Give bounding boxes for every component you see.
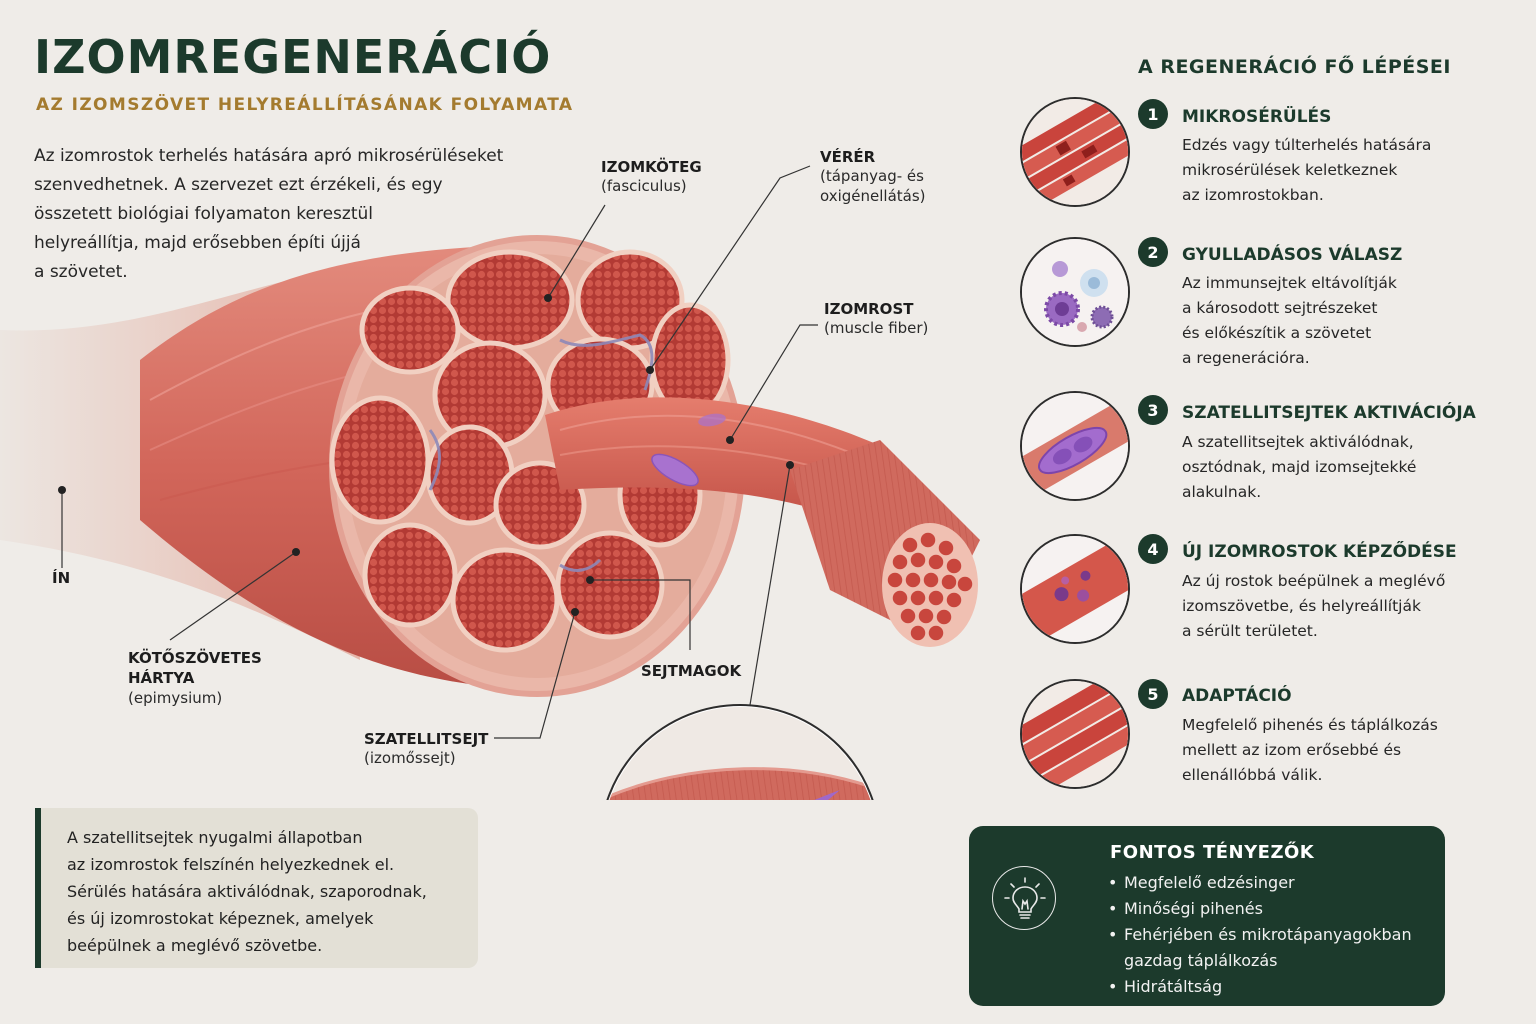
label-epimysium: KÖTŐSZÖVETES HÁRTYA (epimysium) xyxy=(128,648,262,708)
label-vessel: VÉRÉR (tápanyag- és oxigénellátás) xyxy=(820,148,926,206)
label-vessel-title: VÉRÉR xyxy=(820,148,876,166)
label-dots xyxy=(58,294,794,616)
step-1-title: MIKROSÉRÜLÉS xyxy=(1182,107,1332,127)
lightbulb-icon xyxy=(992,866,1056,930)
step-5-title: ADAPTÁCIÓ xyxy=(1182,686,1292,706)
factor-item: Fehérjében és mikrotápanyagokban gazdag … xyxy=(1108,922,1438,974)
label-tendon-title: ÍN xyxy=(52,569,71,587)
factor-item: Minőségi pihenés xyxy=(1108,896,1438,922)
muscle-diagram xyxy=(0,165,980,800)
step-4-image xyxy=(1020,534,1130,644)
factor-item: Hidrátáltság xyxy=(1108,974,1438,1000)
step-2-image xyxy=(1020,237,1130,347)
label-fiber-sub: (muscle fiber) xyxy=(824,319,929,337)
step-3-number: 3 xyxy=(1138,395,1168,425)
label-satellite-sub: (izomőssejt) xyxy=(364,749,456,767)
label-epimysium-sub: (epimysium) xyxy=(128,689,223,707)
step-5-image xyxy=(1020,679,1130,789)
factors-box: FONTOS TÉNYEZŐK Megfelelő edzésinger Min… xyxy=(969,826,1445,1006)
factors-list: Megfelelő edzésinger Minőségi pihenés Fe… xyxy=(1108,870,1438,1000)
step-1-desc: Edzés vagy túlterhelés hatására mikrosér… xyxy=(1182,136,1432,204)
satellite-cell xyxy=(651,453,699,487)
factors-title: FONTOS TÉNYEZŐK xyxy=(1110,842,1315,863)
step-1-image xyxy=(1020,97,1130,207)
satellite-note: A szatellitsejtek nyugalmi állapotban az… xyxy=(35,808,478,968)
label-fiber-title: IZOMROST xyxy=(824,300,914,318)
step-3-image xyxy=(1020,391,1130,501)
step-3-desc: A szatellitsejtek aktiválódnak, osztódna… xyxy=(1182,433,1417,501)
label-satellite-title: SZATELLITSEJT xyxy=(364,730,489,748)
factor-item: Megfelelő edzésinger xyxy=(1108,870,1438,896)
step-4-desc: Az új rostok beépülnek a meglévő izomszö… xyxy=(1182,572,1446,640)
step-5-number: 5 xyxy=(1138,679,1168,709)
steps-title: A REGENERÁCIÓ FŐ LÉPÉSEI xyxy=(1138,56,1451,78)
label-nuclei: SEJTMAGOK xyxy=(641,662,741,680)
muscle-fiber xyxy=(545,397,925,560)
intro-text: Az izomrostok terhelés hatására apró mik… xyxy=(34,146,504,282)
step-2-desc: Az immunsejtek eltávolítják a károsodott… xyxy=(1182,274,1397,367)
label-nuclei-title: SEJTMAGOK xyxy=(641,662,742,680)
label-tendon: ÍN xyxy=(52,569,70,587)
leader-lines xyxy=(61,165,818,739)
step-1-number: 1 xyxy=(1138,99,1168,129)
label-satellite: SZATELLITSEJT (izomőssejt) xyxy=(364,730,488,768)
label-vessel-sub: (tápanyag- és oxigénellátás) xyxy=(820,167,926,205)
page-subtitle: AZ IZOMSZÖVET HELYREÁLLÍTÁSÁNAK FOLYAMAT… xyxy=(36,95,574,115)
label-fascicle-sub: (fasciculus) xyxy=(601,177,687,195)
step-2-number: 2 xyxy=(1138,237,1168,267)
page-title: IZOMREGENERÁCIÓ xyxy=(34,30,552,84)
label-fascicle-title: IZOMKÖTEG xyxy=(601,158,702,176)
step-2-title: GYULLADÁSOS VÁLASZ xyxy=(1182,245,1403,265)
label-fiber: IZOMROST (muscle fiber) xyxy=(824,300,928,338)
step-4-title: ÚJ IZOMROSTOK KÉPZŐDÉSE xyxy=(1182,542,1457,562)
label-fascicle: IZOMKÖTEG (fasciculus) xyxy=(601,158,702,196)
step-3-title: SZATELLITSEJTEK AKTIVÁCIÓJA xyxy=(1182,403,1476,423)
myofibrils xyxy=(886,531,974,642)
step-5-desc: Megfelelő pihenés és táplálkozás mellett… xyxy=(1182,716,1438,784)
label-epimysium-title: KÖTŐSZÖVETES HÁRTYA xyxy=(128,649,262,687)
step-4-number: 4 xyxy=(1138,534,1168,564)
